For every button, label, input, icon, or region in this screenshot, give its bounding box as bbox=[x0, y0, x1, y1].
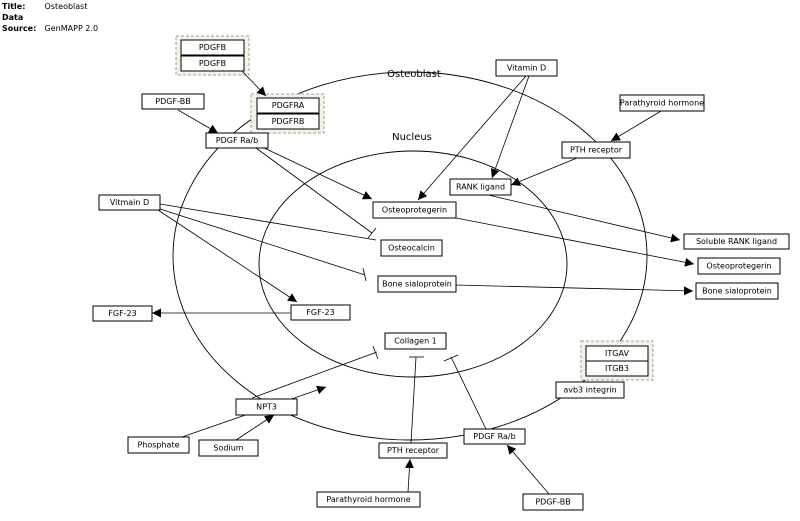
edge-npt3-inhibits-collagen-bar bbox=[372, 345, 379, 360]
node-sodium[interactable]: Sodium bbox=[198, 439, 259, 457]
nucleus-label: Nucleus bbox=[392, 132, 432, 143]
edge-osteoprotegerin-to-out bbox=[455, 217, 695, 267]
node-pdgf-bb-top[interactable]: PDGF-BB bbox=[141, 93, 205, 110]
svg-text:PDGF-BB: PDGF-BB bbox=[535, 498, 570, 507]
edge-pdgfrab-inhibits-osteocalcin-bar bbox=[367, 227, 377, 239]
svg-text:Vitamin D: Vitamin D bbox=[507, 64, 546, 73]
node-pth-receptor-top[interactable]: PTH receptor bbox=[561, 141, 631, 159]
svg-text:PTH receptor: PTH receptor bbox=[387, 446, 440, 455]
svg-text:avb3 integrin: avb3 integrin bbox=[563, 386, 616, 395]
edge-pdgfrab-inhibits-collagen-bar bbox=[443, 354, 459, 362]
edge-vitmaind-inhibits-osteocalcin bbox=[159, 203, 377, 241]
nucleus-membrane bbox=[258, 150, 568, 378]
svg-text:PDGF-BB: PDGF-BB bbox=[155, 97, 190, 106]
edge-pdgfbb-to-pdgfrab-bottom bbox=[506, 444, 550, 495]
title-key: Title: bbox=[2, 2, 26, 11]
svg-text:PDGFB: PDGFB bbox=[199, 43, 226, 52]
svg-text:PDGFB: PDGFB bbox=[199, 59, 226, 68]
node-bone-sialoprotein-out[interactable]: Bone sialoprotein bbox=[695, 282, 779, 300]
edge-vitmaind-inhibits-bsp bbox=[159, 208, 366, 276]
edge-npt3-inhibits-collagen bbox=[251, 351, 378, 399]
node-pdgf-bb-bottom[interactable]: PDGF-BB bbox=[522, 493, 584, 511]
svg-text:NPT3: NPT3 bbox=[256, 403, 277, 412]
node-pdgfrb[interactable]: PDGFRB bbox=[256, 113, 320, 130]
svg-text:Bone sialoprotein: Bone sialoprotein bbox=[702, 287, 772, 296]
node-itgav[interactable]: ITGAV bbox=[585, 345, 649, 362]
svg-text:PDGFRA: PDGFRA bbox=[272, 101, 305, 110]
node-osteoprotegerin-nucleus[interactable]: Osteoprotegerin bbox=[372, 201, 457, 219]
edge-vitamind-to-osteoprotegerin bbox=[417, 75, 527, 201]
source-value: GenMAPP 2.0 bbox=[44, 24, 99, 33]
title-value: Osteoblast bbox=[44, 2, 88, 11]
svg-text:Osteoprotegerin: Osteoprotegerin bbox=[382, 206, 447, 215]
node-fgf23-mid[interactable]: FGF-23 bbox=[290, 304, 351, 321]
node-pdgfra[interactable]: PDGFRA bbox=[256, 97, 320, 114]
node-vitamin-d-top[interactable]: Vitamin D bbox=[495, 59, 558, 77]
node-rank-ligand[interactable]: RANK ligand bbox=[449, 178, 512, 196]
svg-text:PDGFRB: PDGFRB bbox=[272, 117, 305, 126]
edge-pdgfb-to-pdgfr bbox=[240, 69, 267, 97]
edge-pthreceptor-to-rankligand bbox=[510, 157, 578, 186]
svg-text:PDGF Ra/b: PDGF Ra/b bbox=[473, 432, 515, 441]
node-pdgf-rab-top[interactable]: PDGF Ra/b bbox=[205, 132, 269, 149]
node-npt3[interactable]: NPT3 bbox=[235, 398, 298, 416]
node-fgf23-left[interactable]: FGF-23 bbox=[92, 305, 153, 322]
edge-pdgfrab-inhibits-osteocalcin bbox=[255, 147, 373, 234]
edge-vitmaind-inhibits-bsp-bar bbox=[362, 267, 367, 282]
edge-pthreceptor-inhibits-collagen bbox=[410, 356, 417, 444]
svg-text:Collagen 1: Collagen 1 bbox=[394, 337, 437, 346]
svg-text:FGF-23: FGF-23 bbox=[306, 308, 334, 317]
edge-rankligand-to-soluble bbox=[483, 193, 681, 243]
edge-sodium-to-npt3 bbox=[235, 414, 275, 441]
osteoblast-cell-membrane bbox=[172, 71, 648, 441]
node-avb3-integrin[interactable]: avb3 integrin bbox=[555, 381, 625, 399]
edge-vitamind-to-rankligand bbox=[490, 75, 530, 179]
edge-pdgfrab-to-osteoprotegerin bbox=[261, 146, 373, 200]
edge-pth-to-pthreceptor-bottom bbox=[404, 458, 414, 493]
edge-pdgfrab-inhibits-collagen bbox=[450, 356, 487, 430]
svg-text:Osteocalcin: Osteocalcin bbox=[388, 244, 435, 253]
edge-vitmaind-to-fgf23 bbox=[157, 209, 298, 303]
node-osteocalcin[interactable]: Osteocalcin bbox=[380, 239, 443, 257]
node-soluble-rank-ligand[interactable]: Soluble RANK ligand bbox=[683, 233, 790, 250]
svg-text:Sodium: Sodium bbox=[213, 444, 243, 453]
svg-text:Parathyroid hormone: Parathyroid hormone bbox=[326, 495, 410, 504]
node-bone-sialoprotein-nucleus[interactable]: Bone sialoprotein bbox=[377, 275, 457, 293]
source-key: Data Source: bbox=[2, 13, 37, 33]
node-pdgfb-2[interactable]: PDGFB bbox=[180, 55, 245, 72]
svg-text:FGF-23: FGF-23 bbox=[108, 309, 136, 318]
svg-text:RANK ligand: RANK ligand bbox=[456, 183, 505, 192]
node-pdgfb-1[interactable]: PDGFB bbox=[180, 39, 245, 56]
node-pth-receptor-bottom[interactable]: PTH receptor bbox=[378, 442, 448, 459]
node-parathyroid-hormone-bottom[interactable]: Parathyroid hormone bbox=[316, 491, 421, 508]
node-parathyroid-hormone-top[interactable]: Parathyroid hormone bbox=[619, 94, 705, 112]
svg-text:PDGF Ra/b: PDGF Ra/b bbox=[216, 136, 258, 145]
node-osteoprotegerin-out[interactable]: Osteoprotegerin bbox=[697, 257, 781, 275]
title-line: Title: Osteoblast bbox=[2, 1, 98, 12]
node-collagen-1[interactable]: Collagen 1 bbox=[384, 332, 447, 350]
svg-text:Parathyroid hormone: Parathyroid hormone bbox=[620, 99, 704, 108]
svg-text:Vitmain D: Vitmain D bbox=[110, 198, 149, 207]
source-line: Data Source: GenMAPP 2.0 bbox=[2, 12, 98, 34]
header: Title: Osteoblast Data Source: GenMAPP 2… bbox=[2, 1, 98, 34]
svg-text:ITGB3: ITGB3 bbox=[605, 364, 629, 373]
node-vitmain-d-left[interactable]: Vitmain D bbox=[98, 194, 161, 211]
node-pdgf-rab-bottom[interactable]: PDGF Ra/b bbox=[463, 428, 526, 445]
edge-pth-to-pthreceptor bbox=[610, 110, 662, 142]
svg-text:PTH receptor: PTH receptor bbox=[570, 146, 623, 155]
osteoblast-label: Osteoblast bbox=[387, 69, 441, 80]
svg-text:Bone sialoprotein: Bone sialoprotein bbox=[382, 280, 452, 289]
svg-text:Osteoprotegerin: Osteoprotegerin bbox=[706, 262, 771, 271]
node-phosphate[interactable]: Phosphate bbox=[127, 436, 190, 454]
svg-text:Soluble RANK ligand: Soluble RANK ligand bbox=[696, 237, 777, 246]
svg-text:Phosphate: Phosphate bbox=[137, 441, 179, 450]
edge-pdgfbb-to-pdgfrab bbox=[177, 109, 219, 134]
svg-text:ITGAV: ITGAV bbox=[605, 349, 629, 358]
edge-bsp-to-out bbox=[455, 284, 694, 296]
node-itgb3[interactable]: ITGB3 bbox=[585, 360, 649, 377]
